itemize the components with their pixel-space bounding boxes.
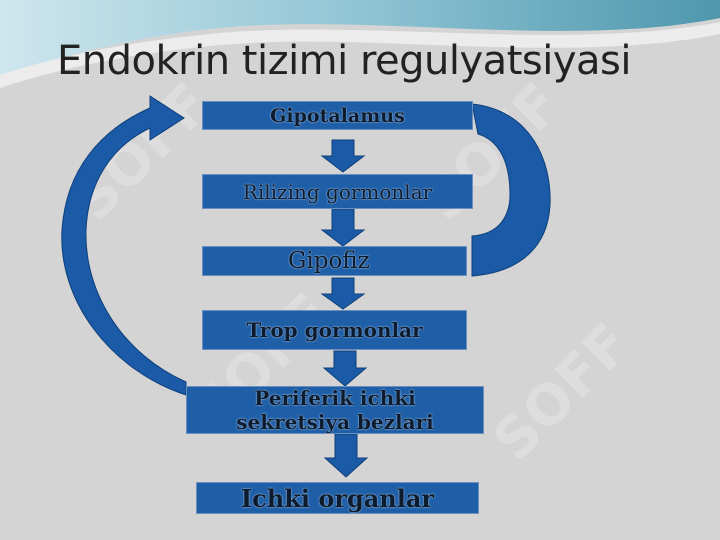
feedback-arrow-left [61, 95, 187, 396]
down-arrow-2 [320, 208, 366, 247]
box-ichki-organlar: Ichki organlar [196, 482, 479, 514]
top-swoosh [0, 0, 720, 75]
box-rilizing-gormonlar: Rilizing gormonlar [202, 174, 473, 209]
down-arrow-1 [320, 139, 366, 173]
box-gipofiz: Gipofiz [202, 246, 467, 276]
down-arrow-5 [323, 433, 369, 478]
down-arrow-4 [322, 350, 368, 387]
box-label-line-1: Periferik ichki [254, 386, 416, 410]
box-periferik-ichki-sekretsiya-bezlari: Periferik ichki sekretsiya bezlari [186, 386, 484, 434]
box-label: Trop gormonlar [246, 318, 423, 342]
box-label: Ichki organlar [240, 483, 435, 513]
slide-title: Endokrin tizimi regulyatsiyasi [57, 38, 631, 84]
top-swoosh-highlight [0, 22, 720, 88]
box-label: Rilizing gormonlar [242, 179, 433, 204]
box-label: Gipofiz [288, 248, 370, 274]
feedback-arrow-right [471, 103, 551, 277]
box-label: Gipotalamus [270, 104, 405, 127]
box-label-line-2: sekretsiya bezlari [236, 410, 434, 434]
down-arrow-3 [320, 277, 366, 310]
box-trop-gormonlar: Trop gormonlar [202, 310, 467, 350]
box-gipotalamus: Gipotalamus [202, 101, 473, 130]
